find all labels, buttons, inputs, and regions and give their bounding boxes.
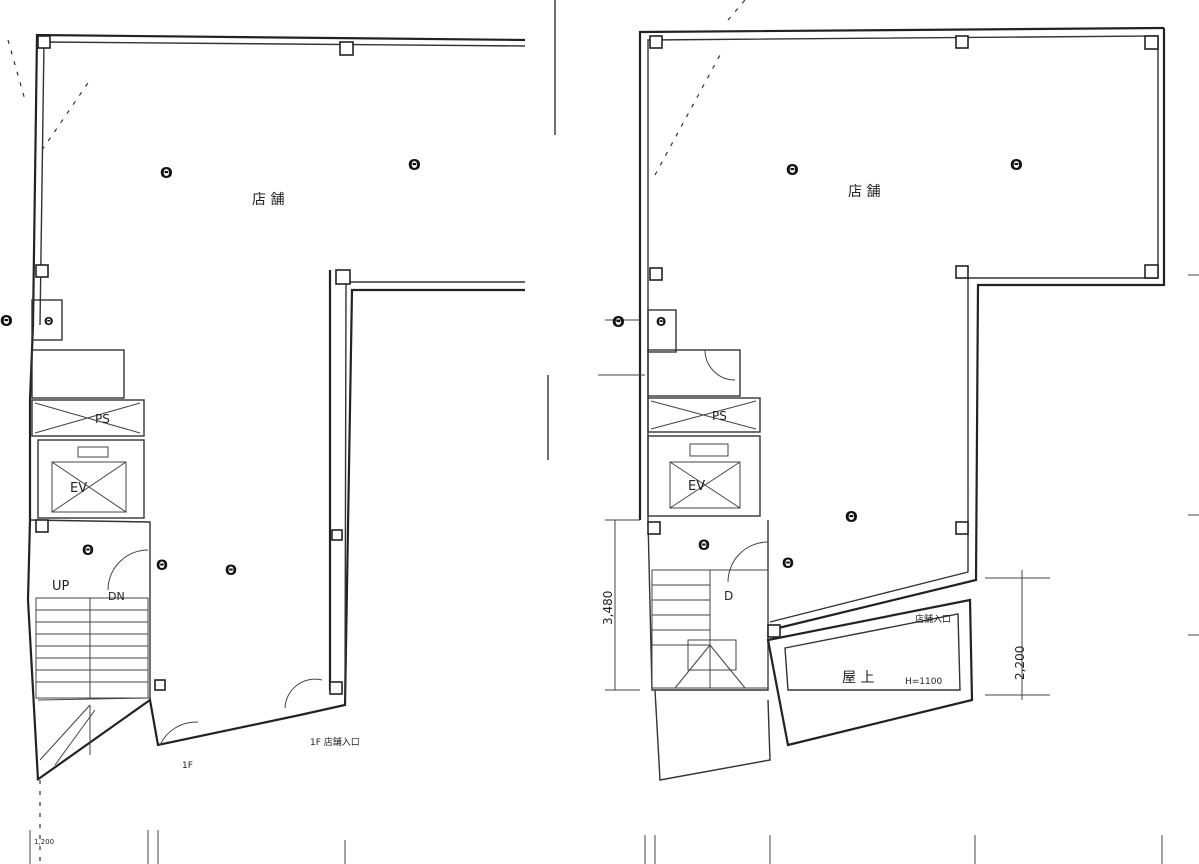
left-floor-plan: 店 舗 PS EV UP DN 1F 店舗入口 1F 1,200 Θ Θ Θ Θ… — [0, 0, 556, 864]
left-ps-shaft — [31, 399, 145, 437]
light-symbol: Θ — [408, 156, 421, 174]
right-dim-vertical: 3,480 — [601, 591, 615, 625]
right-stair-label: D — [724, 589, 733, 603]
light-symbol: Θ — [156, 558, 168, 574]
right-ev-label: EV — [688, 479, 705, 494]
right-opening-note: 店舗入口 — [915, 613, 951, 625]
light-symbol: Θ — [782, 556, 794, 572]
right-roof-label: 屋 上 — [842, 670, 874, 686]
right-elevator-shaft — [647, 435, 761, 517]
right-duct — [647, 309, 677, 353]
right-ps-label: PS — [712, 409, 727, 423]
left-duct — [31, 299, 63, 341]
right-roof-terrace — [766, 598, 974, 747]
light-symbol: Θ — [82, 543, 94, 559]
right-floor-plan: 店 舗 PS EV D 屋 上 H=1100 店舗入口 3,480 2,200 … — [547, 0, 1199, 864]
light-symbol: Θ — [160, 164, 173, 182]
left-stair-up-label: UP — [52, 579, 70, 594]
light-symbol: Θ — [656, 315, 666, 329]
light-symbol: Θ — [44, 315, 53, 328]
light-symbol: Θ — [612, 313, 625, 331]
right-ps-shaft — [647, 397, 761, 433]
light-symbol: Θ — [845, 508, 858, 526]
right-dim-right: 2,200 — [1013, 646, 1027, 680]
left-toilet — [31, 349, 125, 399]
light-symbol: Θ — [786, 161, 799, 179]
light-symbol: Θ — [225, 563, 237, 579]
light-symbol: Θ — [698, 538, 710, 554]
left-stairs — [35, 597, 149, 766]
left-room-label: 店 舗 — [252, 192, 284, 208]
left-stair-dn-label: DN — [108, 590, 125, 603]
light-symbol: Θ — [1010, 156, 1023, 174]
right-stairs — [651, 569, 769, 689]
left-dim-note: 1,200 — [34, 838, 54, 846]
left-bottom-note: 1F — [182, 761, 193, 771]
right-roof-note: H=1100 — [905, 677, 942, 687]
left-ps-label: PS — [95, 412, 110, 426]
light-symbol: Θ — [0, 312, 13, 330]
left-entrance-note: 1F 店舗入口 — [310, 736, 360, 748]
left-elevator-shaft — [37, 439, 145, 519]
left-ev-label: EV — [70, 481, 87, 496]
right-room-label: 店 舗 — [848, 184, 880, 200]
right-toilet — [647, 349, 741, 397]
